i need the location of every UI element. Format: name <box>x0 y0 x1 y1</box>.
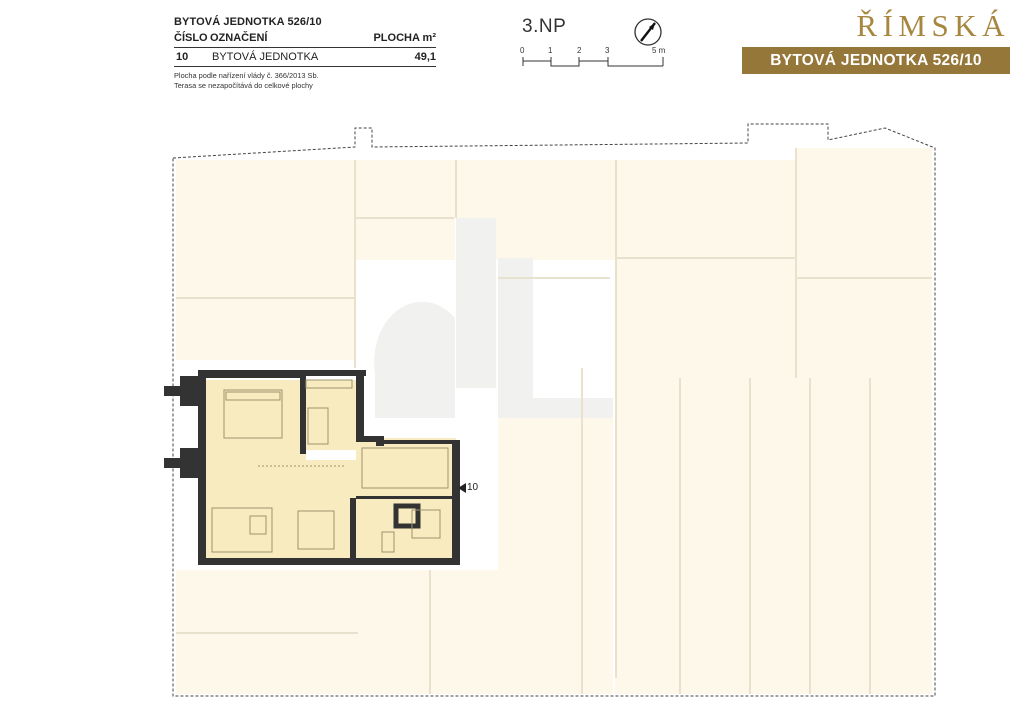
floor-label: 3.NP <box>522 16 567 37</box>
terrace-note: Terasa se nezapočítává do celkové plochy <box>174 81 313 90</box>
unit-entrance-label: 10 <box>467 482 479 493</box>
unit-label: BYTOVÁ JEDNOTKA <box>212 51 319 63</box>
unit-info-table: BYTOVÁ JEDNOTKA 526/10 ČÍSLO OZNAČENÍ PL… <box>174 16 436 91</box>
divider <box>174 66 436 67</box>
common-areas <box>374 218 613 418</box>
unit-info-row: 10 BYTOVÁ JEDNOTKA 49,1 <box>174 51 436 63</box>
col-label-header: OZNAČENÍ <box>210 32 268 44</box>
building-outline <box>172 123 936 697</box>
other-units <box>176 148 932 694</box>
scale-tick-label: 1 <box>548 46 553 55</box>
entrance-arrow-icon <box>458 482 466 493</box>
unit-area: 49,1 <box>414 51 436 63</box>
scale-tick-label: 5 m <box>652 46 666 55</box>
area-note: Plocha podle nařízení vlády č. 366/2013 … <box>174 71 319 80</box>
col-area-header: PLOCHA m² <box>373 32 436 44</box>
unit-info-title: BYTOVÁ JEDNOTKA 526/10 <box>174 16 322 28</box>
unit-number: 10 <box>176 51 189 63</box>
scale-bar-graphic <box>522 57 664 67</box>
unit-badge: BYTOVÁ JEDNOTKA 526/10 <box>742 47 1010 74</box>
unit-info-header-row: ČÍSLO OZNAČENÍ PLOCHA m² <box>174 32 436 44</box>
divider <box>174 47 436 48</box>
unit-10 <box>164 370 460 565</box>
floor-plan <box>164 123 936 697</box>
other-walls <box>176 148 932 694</box>
col-number-header: ČÍSLO <box>174 32 208 44</box>
scale-bar: 0 1 2 3 5 m <box>516 46 676 72</box>
north-arrow-icon <box>634 18 662 46</box>
scale-tick-label: 2 <box>577 46 582 55</box>
scale-tick-label: 3 <box>605 46 610 55</box>
scale-tick-label: 0 <box>520 46 525 55</box>
unit-entrance-marker: 10 <box>458 482 478 493</box>
